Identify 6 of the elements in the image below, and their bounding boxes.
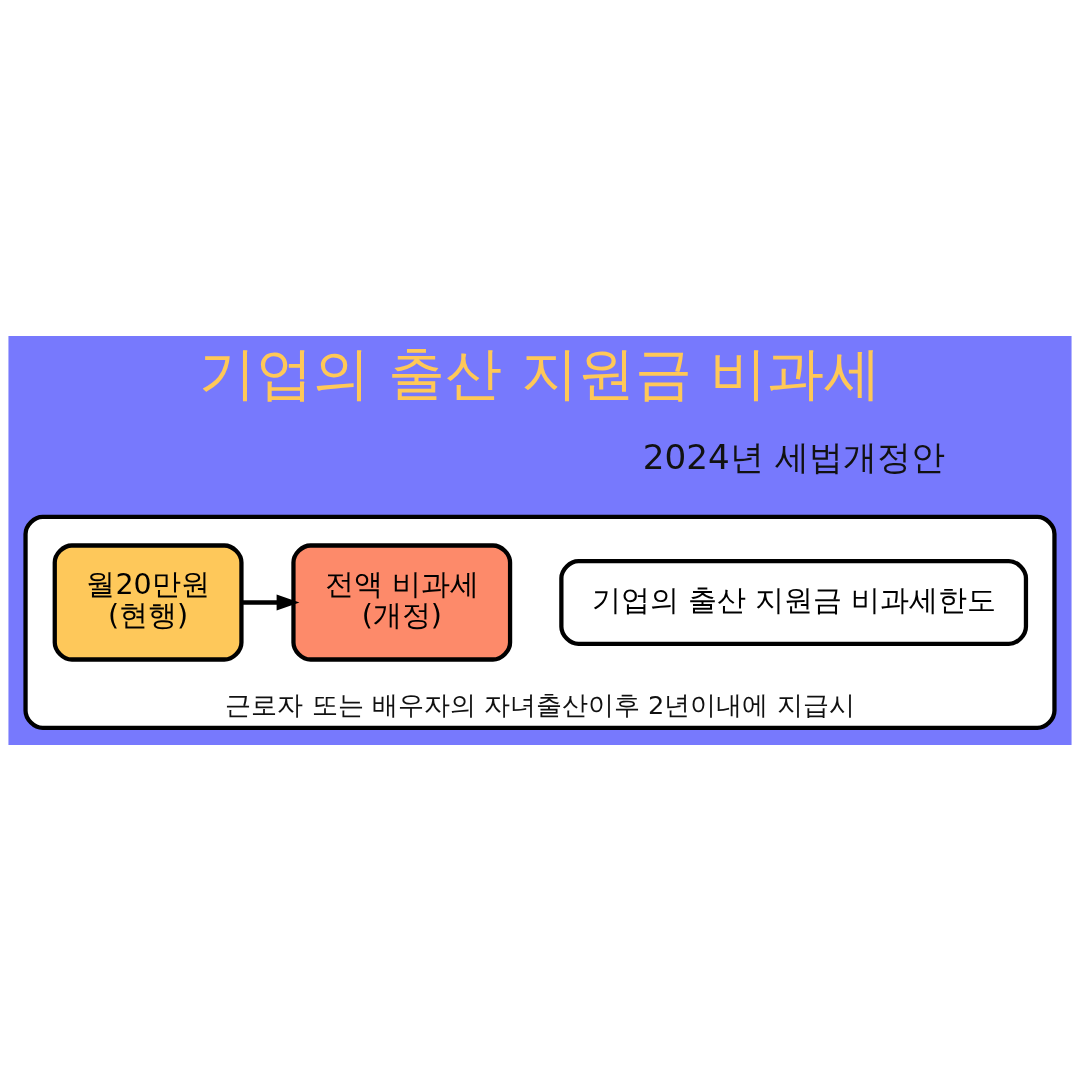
- node-box: 전액 비과세 (개정): [291, 542, 513, 662]
- diagram-title: 기업의 출산 지원금 비과세: [199, 339, 881, 406]
- node-box: 월20만원 (현행): [52, 542, 244, 662]
- arrow: [241, 594, 300, 610]
- node-box: 기업의 출산 지원금 비과세한도: [559, 558, 1029, 646]
- label: 2024년 세법개정안: [642, 436, 945, 477]
